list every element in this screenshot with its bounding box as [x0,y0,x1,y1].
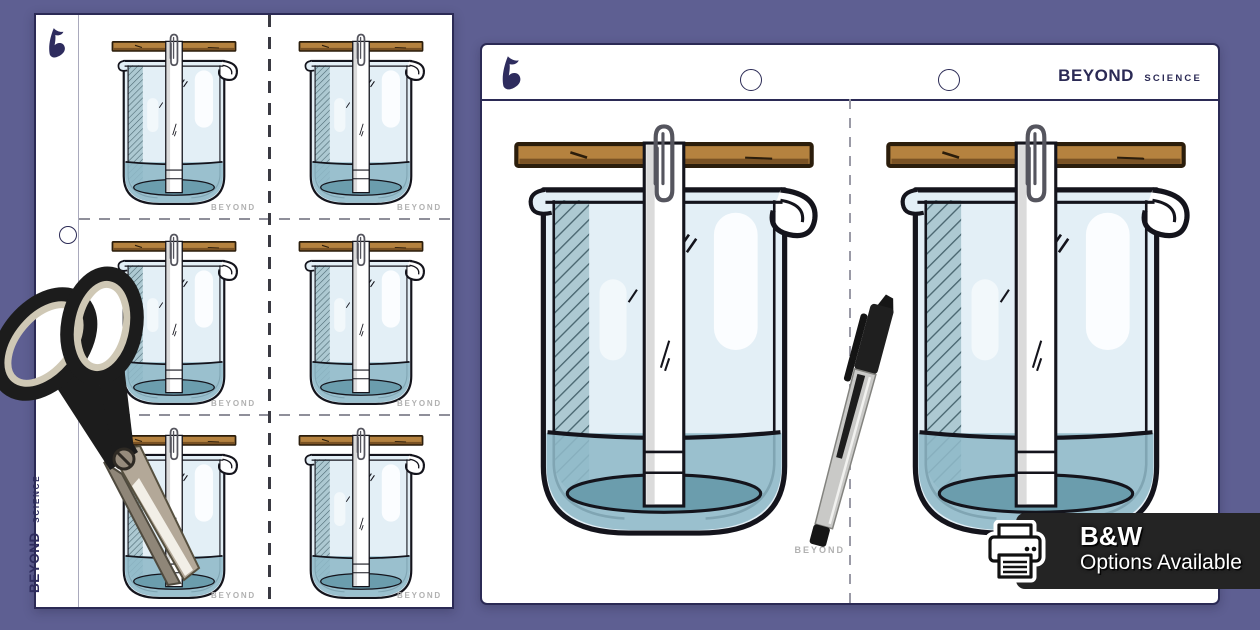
brand-name: BEYOND [27,532,42,593]
beaker-card: BEYOND [79,15,268,218]
beaker-card: BEYOND [79,414,268,606]
vertical-brand-wordmark: BEYOND SCIENCE [26,475,44,593]
beaker-illustration [109,33,239,211]
brand-sub: SCIENCE [32,474,41,523]
beyond-watermark: BEYOND [396,399,442,408]
vertical-cut-line [268,15,271,607]
beyond-watermark: BEYOND [396,203,442,212]
hole-punch-mark [59,226,77,244]
beaker-illustration [880,123,1192,550]
badge-subtitle: Options Available [1080,551,1242,575]
beaker-illustration [296,33,426,211]
beaker-card: BEYOND [268,218,454,414]
beaker-card: BEYOND [268,15,454,218]
brand-name: BEYOND [1058,66,1134,85]
beaker-illustration [296,233,426,411]
left-worksheet-page: BEYOND SCIENCE BEYOND BEYOND BEYOND BEYO… [27,13,454,609]
horizontal-cut-line [79,414,452,416]
brand-wordmark: BEYOND SCIENCE [1058,66,1202,86]
beyond-watermark: BEYOND [210,591,256,600]
vertical-cut-line [849,99,851,603]
beaker-illustration [109,233,239,411]
beyond-watermark: BEYOND [794,545,845,555]
bw-options-badge: B&W Options Available [984,513,1260,589]
hole-punch-mark [938,69,960,91]
beyond-watermark: BEYOND [210,203,256,212]
beyond-watermark: BEYOND [396,591,442,600]
printer-icon [984,520,1046,583]
beyond-watermark: BEYOND [210,399,256,408]
brand-sub: SCIENCE [1144,73,1202,84]
beaker-card: BEYOND [268,414,454,606]
badge-title: B&W [1080,521,1143,551]
beyond-b-logo-icon [498,55,525,90]
beaker-illustration [296,427,426,605]
beaker-card: BEYOND [79,218,268,414]
beaker-illustration [508,123,820,550]
hole-punch-mark [740,69,762,91]
beyond-b-logo-icon [45,27,69,58]
beaker-illustration [109,427,239,605]
horizontal-cut-line [79,218,452,220]
